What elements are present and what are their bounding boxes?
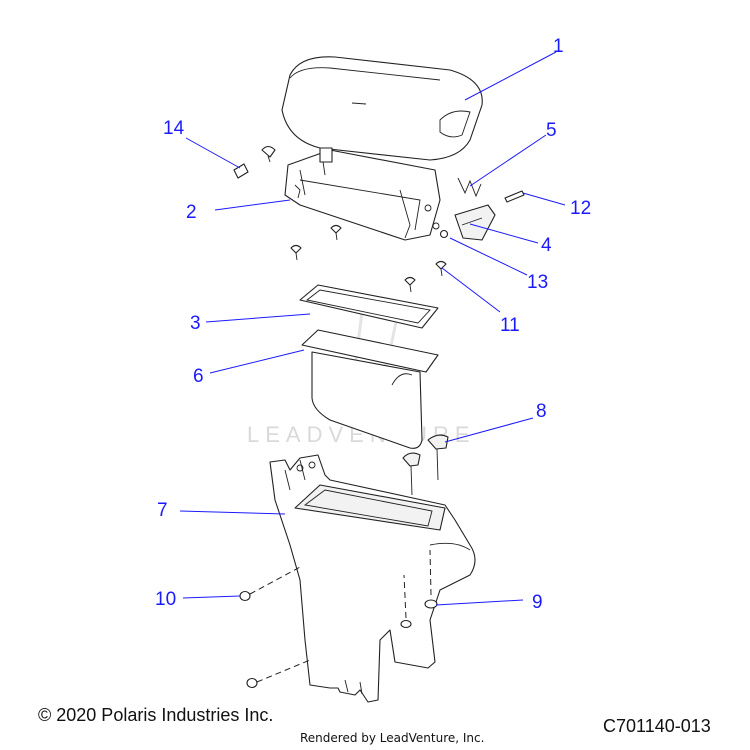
part-5-spring[interactable] bbox=[457, 177, 482, 198]
callout-6[interactable]: 6 bbox=[193, 366, 204, 387]
callouts: 1 2 3 4 5 6 7 8 9 10 11 12 13 14 bbox=[155, 36, 591, 613]
part-10-nuts[interactable] bbox=[239, 590, 258, 689]
drawing-number: C701140-013 bbox=[603, 716, 711, 736]
callout-4[interactable]: 4 bbox=[541, 235, 552, 256]
part-8-knobs[interactable] bbox=[402, 434, 449, 496]
part-12-pin[interactable] bbox=[504, 190, 525, 203]
part-11-screws[interactable] bbox=[290, 224, 447, 293]
callout-3[interactable]: 3 bbox=[190, 313, 201, 334]
callout-8[interactable]: 8 bbox=[536, 401, 547, 422]
callout-12[interactable]: 12 bbox=[570, 198, 591, 219]
part-3-gasket[interactable] bbox=[299, 284, 439, 329]
part-6-storage-bin[interactable] bbox=[301, 329, 439, 449]
part-4-latch[interactable] bbox=[454, 204, 496, 241]
part-2-hinge-bracket[interactable] bbox=[284, 147, 441, 241]
assembly-lines bbox=[249, 549, 432, 683]
part-14-bolts[interactable] bbox=[233, 145, 276, 179]
callout-14[interactable]: 14 bbox=[163, 118, 185, 139]
part-7-console-housing[interactable] bbox=[269, 454, 476, 703]
callout-1[interactable]: 1 bbox=[553, 36, 564, 57]
part-9-grommets[interactable] bbox=[400, 599, 438, 629]
leader-lines bbox=[179, 51, 566, 606]
callout-5[interactable]: 5 bbox=[546, 120, 557, 141]
callout-9[interactable]: 9 bbox=[532, 592, 543, 613]
part-13-screw[interactable] bbox=[439, 229, 449, 239]
part-1-armrest-lid[interactable] bbox=[281, 56, 483, 161]
callout-2[interactable]: 2 bbox=[186, 202, 197, 223]
rendered-by-text: Rendered by LeadVenture, Inc. bbox=[300, 731, 485, 745]
callout-11[interactable]: 11 bbox=[500, 315, 520, 336]
callout-7[interactable]: 7 bbox=[157, 500, 168, 521]
copyright-text: © 2020 Polaris Industries Inc. bbox=[38, 705, 274, 725]
callout-13[interactable]: 13 bbox=[527, 272, 548, 293]
callout-10[interactable]: 10 bbox=[155, 589, 176, 610]
